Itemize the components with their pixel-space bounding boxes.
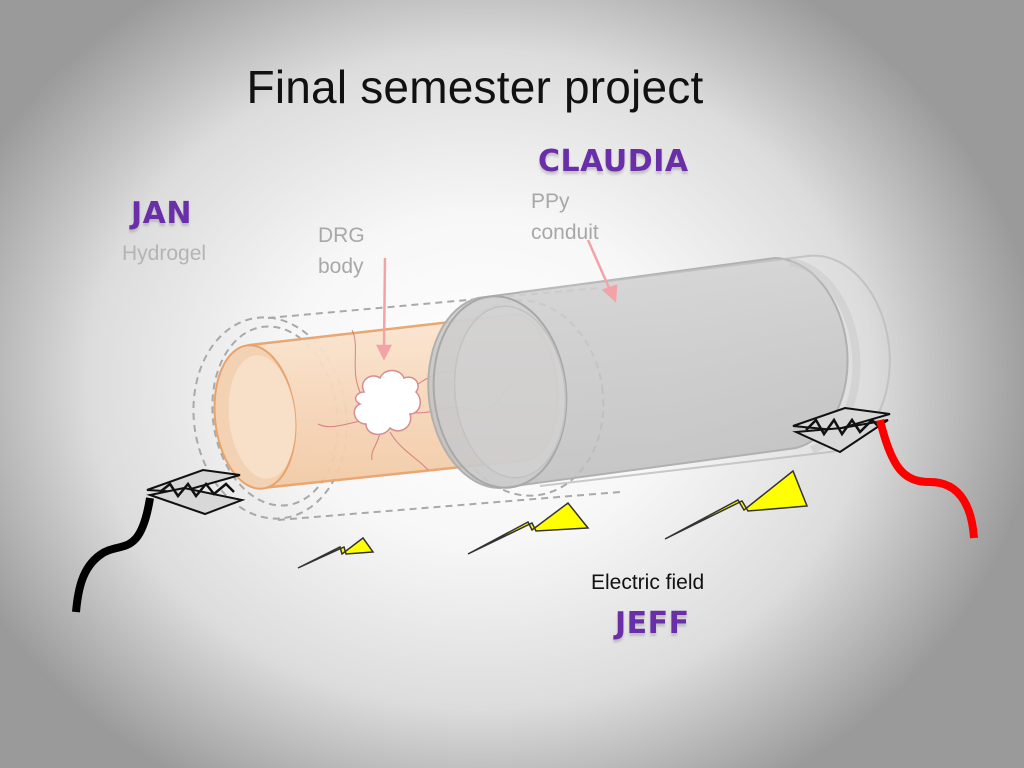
label-drg-body: DRG body <box>318 220 388 282</box>
lightning-bolt-icons <box>297 469 809 569</box>
label-drg-line2: body <box>318 255 364 278</box>
slide-title: Final semester project <box>246 61 704 113</box>
label-electric-field: Electric field <box>591 571 705 594</box>
black-wire <box>72 497 154 613</box>
label-hydrogel: Hydrogel <box>122 242 207 265</box>
red-wire <box>876 419 978 539</box>
label-drg-line1: DRG <box>318 224 365 247</box>
ppy-conduit <box>427 254 891 490</box>
name-jan: JAN <box>131 196 192 231</box>
name-claudia: CLAUDIA <box>538 144 689 179</box>
name-jeff: JEFF <box>615 606 690 641</box>
label-ppy-line1: PPy <box>531 190 570 213</box>
left-clamp-icon <box>146 468 246 516</box>
label-ppy-conduit: PPy conduit <box>531 186 641 248</box>
drg-body <box>353 369 421 436</box>
label-ppy-line2: conduit <box>531 221 599 244</box>
pointer-arrows <box>375 239 618 361</box>
right-clamp-icon <box>792 406 891 454</box>
